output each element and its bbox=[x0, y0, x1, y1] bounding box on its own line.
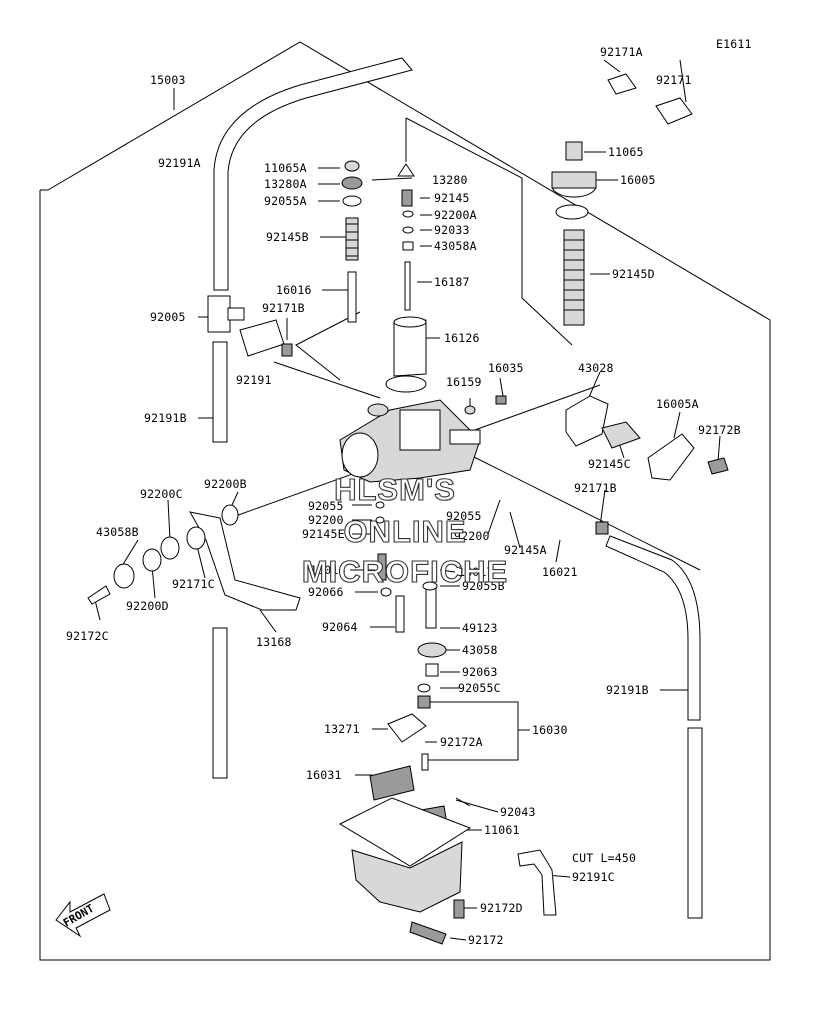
top-left-small-parts bbox=[207, 160, 363, 357]
label-92172a: 92172A bbox=[440, 735, 483, 749]
label-92043: 92043 bbox=[500, 805, 536, 819]
label-16031: 16031 bbox=[306, 768, 342, 782]
label-92171: 92171 bbox=[656, 73, 692, 87]
label-43058: 43058 bbox=[462, 643, 498, 657]
label-92200d: 92200D bbox=[126, 599, 169, 613]
center-top-parts bbox=[393, 163, 507, 415]
label-92200c: 92200C bbox=[140, 487, 183, 501]
label-16005: 16005 bbox=[620, 173, 656, 187]
float-bowl bbox=[338, 797, 472, 945]
vent-hoses bbox=[212, 57, 703, 919]
label-92005: 92005 bbox=[150, 310, 186, 324]
label-92200b: 92200B bbox=[204, 477, 247, 491]
label-92066: 92066 bbox=[308, 585, 344, 599]
label-92172: 92172 bbox=[468, 933, 504, 947]
label-16017: 16017 bbox=[458, 565, 494, 579]
label-92145: 92145 bbox=[434, 191, 470, 205]
label-92063: 92063 bbox=[462, 665, 498, 679]
label-92033: 92033 bbox=[434, 223, 470, 237]
label-92055-right: 92055 bbox=[446, 509, 482, 523]
label-92191a: 92191A bbox=[158, 156, 201, 170]
label-92055b: 92055B bbox=[462, 579, 505, 593]
label-92145c: 92145C bbox=[588, 457, 631, 471]
label-11065a: 11065A bbox=[264, 161, 307, 175]
throttle-bracket bbox=[87, 504, 301, 611]
label-92200a: 92200A bbox=[434, 208, 477, 222]
label-43058a: 43058A bbox=[434, 239, 477, 253]
label-16187: 16187 bbox=[434, 275, 470, 289]
label-16016: 16016 bbox=[276, 283, 312, 297]
label-16030: 16030 bbox=[532, 723, 568, 737]
label-92171b-right: 92171B bbox=[574, 481, 617, 495]
label-15003: 15003 bbox=[150, 73, 186, 87]
front-arrow-icon: FRONT bbox=[55, 893, 111, 938]
label-92145e: 92145E bbox=[302, 527, 345, 541]
label-92055a: 92055A bbox=[264, 194, 307, 208]
carburetor-body bbox=[339, 375, 481, 483]
label-92172d: 92172D bbox=[480, 901, 523, 915]
label-92145d: 92145D bbox=[612, 267, 655, 281]
label-92172b: 92172B bbox=[698, 423, 741, 437]
label-92191b-right: 92191B bbox=[606, 683, 649, 697]
part-number-labels: E1611 15003 92191A 11065A 13280A 92055A … bbox=[66, 37, 752, 947]
label-16014: 16014 bbox=[310, 563, 346, 577]
label-92145a: 92145A bbox=[504, 543, 547, 557]
right-choke-assembly bbox=[565, 395, 729, 535]
label-13280a: 13280A bbox=[264, 177, 307, 191]
label-92191b-left: 92191B bbox=[144, 411, 187, 425]
label-16021: 16021 bbox=[542, 565, 578, 579]
watermark-line-1: HLSM'S bbox=[334, 472, 456, 507]
label-92200-left: 92200 bbox=[308, 513, 344, 527]
label-92191c: 92191C bbox=[572, 870, 615, 884]
label-13280: 13280 bbox=[432, 173, 468, 187]
top-right-parts bbox=[551, 73, 693, 326]
label-92055-left: 92055 bbox=[308, 499, 344, 513]
label-11065: 11065 bbox=[608, 145, 644, 159]
label-16126: 16126 bbox=[444, 331, 480, 345]
watermark: HLSM'S ONLINE MICROFICHE bbox=[301, 471, 508, 589]
watermark-line-3: MICROFICHE bbox=[302, 554, 508, 589]
label-43028: 43028 bbox=[578, 361, 614, 375]
label-92145b: 92145B bbox=[266, 230, 309, 244]
label-49123: 49123 bbox=[462, 621, 498, 635]
label-92064: 92064 bbox=[322, 620, 358, 634]
center-bottom-parts bbox=[369, 501, 471, 837]
label-92191c-cut-length: CUT L=450 bbox=[572, 851, 636, 865]
label-13168: 13168 bbox=[256, 635, 292, 649]
label-92191: 92191 bbox=[236, 373, 272, 387]
label-92171c: 92171C bbox=[172, 577, 215, 591]
label-92171b-top: 92171B bbox=[262, 301, 305, 315]
label-92200-right: 92200 bbox=[454, 529, 490, 543]
label-92172c: 92172C bbox=[66, 629, 109, 643]
label-16035: 16035 bbox=[488, 361, 524, 375]
label-92055c: 92055C bbox=[458, 681, 501, 695]
label-13271: 13271 bbox=[324, 722, 360, 736]
assembly-frame bbox=[39, 41, 771, 961]
watermark-line-2: ONLINE bbox=[343, 514, 466, 549]
label-16159: 16159 bbox=[446, 375, 482, 389]
label-16005a: 16005A bbox=[656, 397, 699, 411]
leader-lines bbox=[94, 59, 721, 941]
label-92171a: 92171A bbox=[600, 45, 643, 59]
label-11061: 11061 bbox=[484, 823, 520, 837]
label-43058b: 43058B bbox=[96, 525, 139, 539]
diagram-code: E1611 bbox=[716, 37, 752, 51]
